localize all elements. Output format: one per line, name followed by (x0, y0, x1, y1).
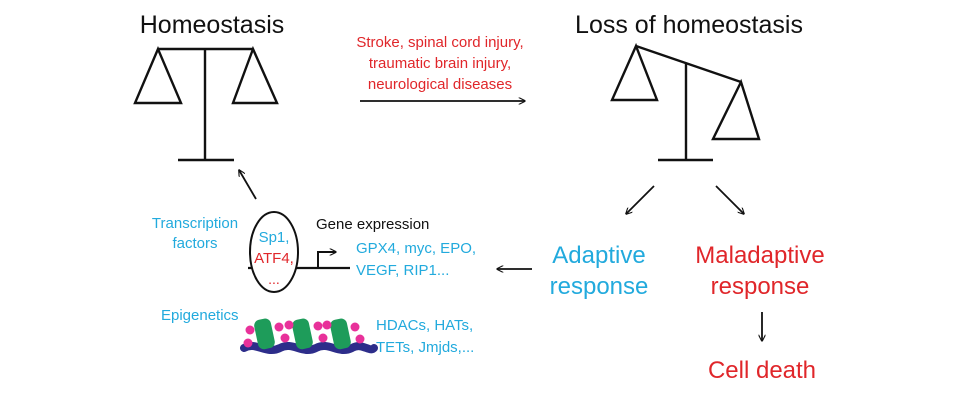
transcription-factor-ellipse (249, 211, 299, 293)
insult-line-3: neurological diseases (368, 76, 512, 93)
adaptive-response-line-2: response (550, 273, 649, 300)
factor-sp1: Sp1, (259, 229, 290, 246)
balance-scale-icon (133, 45, 279, 162)
transcription-label-line-1: Transcription (152, 215, 238, 232)
gene-expression-label: Gene expression (316, 216, 429, 233)
cell-death-label: Cell death (708, 357, 816, 384)
factor-more: ... (268, 271, 280, 287)
genes-line-1: GPX4, myc, EPO, (356, 240, 476, 257)
insult-line-2: traumatic brain injury, (369, 55, 511, 72)
maladaptive-response-line-1: Maladaptive (695, 242, 824, 269)
epigenetic-enzymes-line-1: HDACs, HATs, (376, 317, 473, 334)
insult-line-1: Stroke, spinal cord injury, (356, 34, 523, 51)
factor-atf4: ATF4, (254, 250, 294, 267)
dna-nucleosome-icon (240, 318, 378, 354)
maladaptive-branch-arrow (715, 185, 744, 214)
transcription-label-line-2: factors (172, 235, 217, 252)
genes-line-2: VEGF, RIP1... (356, 262, 449, 279)
tilted-scale-icon (610, 42, 761, 162)
adaptive-response-line-1: Adaptive (552, 242, 645, 269)
insults-label: Stroke, spinal cord injury, traumatic br… (356, 34, 523, 93)
loss-of-homeostasis-title: Loss of homeostasis (575, 11, 803, 39)
promoter-arrow-icon (317, 252, 336, 268)
restore-homeostasis-arrow (239, 170, 257, 200)
adaptive-branch-arrow (626, 185, 655, 214)
epigenetics-label: Epigenetics (161, 307, 239, 324)
homeostasis-title: Homeostasis (140, 11, 285, 39)
epigenetic-enzymes-line-2: TETs, Jmjds,... (376, 339, 474, 356)
maladaptive-response-line-2: response (711, 273, 810, 300)
